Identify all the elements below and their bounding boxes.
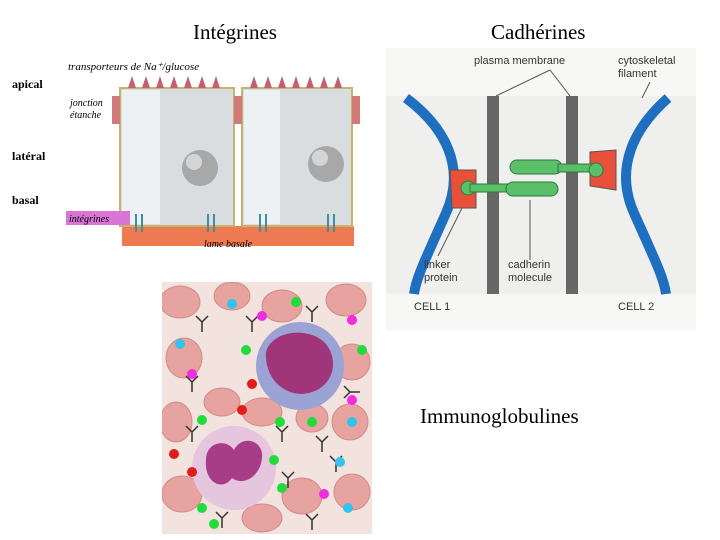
title-immunoglobulines: Immunoglobulines (420, 404, 579, 428)
label-lateral: latéral (12, 149, 46, 163)
label-cell1: CELL 1 (414, 301, 450, 313)
cell2-membrane (621, 94, 672, 295)
title-integrines: Intégrines (193, 20, 277, 44)
basal-lamina (122, 226, 354, 246)
title-cadherines: Cadhérines (491, 20, 586, 44)
label-jonction-2: étanche (70, 110, 102, 121)
label-cadherin-1: cadherin (508, 259, 550, 271)
nucleus-2 (308, 146, 344, 182)
label-integrines: intégrines (69, 214, 109, 225)
antigen-dots (169, 297, 367, 529)
immunoglobulin-image (162, 282, 372, 534)
nucleus-1 (182, 150, 218, 186)
lymphocyte-nucleus (265, 332, 334, 394)
label-linker-2: protein (424, 272, 458, 284)
label-basal: basal (12, 193, 39, 207)
integrin-diagram: apical latéral basal transporteurs de Na… (8, 50, 370, 256)
neutrophil-nucleus (205, 440, 263, 485)
plasma-membrane-2 (566, 96, 578, 294)
label-transport: transporteurs de Na⁺/glucose (68, 61, 199, 73)
label-lame-basale: lame basale (204, 239, 253, 250)
label-jonction-1: jonction (68, 98, 103, 109)
label-cadherin-2: molecule (508, 272, 552, 284)
label-plasma-membrane: plasma membrane (474, 55, 565, 67)
label-cytoskeletal-1: cytoskeletal (618, 55, 675, 67)
label-linker-1: linker (424, 259, 451, 271)
cadherin-diagram: plasma membrane cytoskeletal filament li… (386, 48, 696, 330)
cadherin-molecule (460, 159, 604, 197)
label-cell2: CELL 2 (618, 301, 654, 313)
label-apical: apical (12, 77, 43, 91)
label-cytoskeletal-2: filament (618, 68, 657, 80)
plasma-membrane-1 (487, 96, 499, 294)
integrin-molecules (135, 214, 335, 232)
tight-junctions (112, 96, 360, 124)
integrines-label-box (66, 211, 130, 225)
microvilli (128, 76, 342, 88)
cell1-membrane (402, 94, 459, 295)
